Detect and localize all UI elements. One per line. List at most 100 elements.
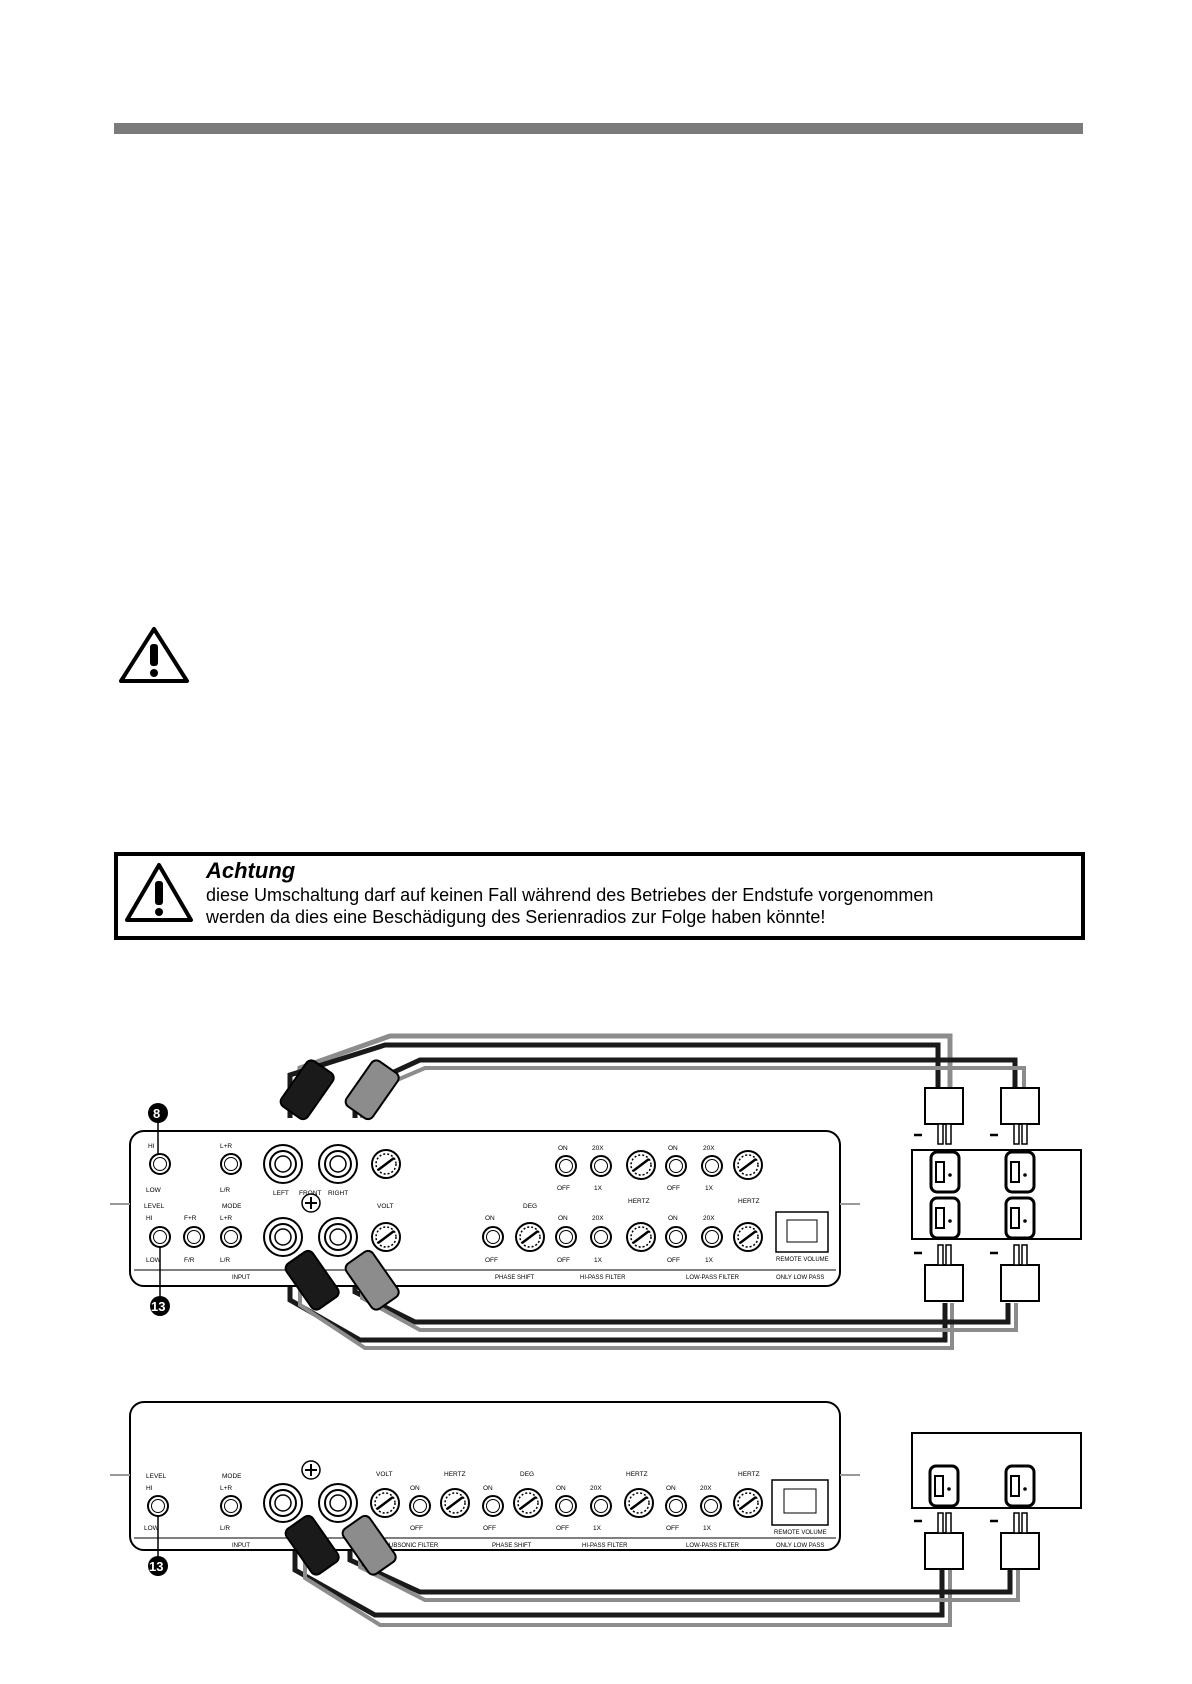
hipass-range-switch-rear[interactable] — [590, 1226, 612, 1248]
connector-plug — [1000, 1244, 1040, 1302]
lowpass-hertz-knob-rear[interactable] — [732, 1221, 764, 1253]
lowpass-on-switch-front[interactable] — [665, 1155, 687, 1177]
rca-input-rear-right[interactable] — [318, 1217, 358, 1257]
warning-box: Achtung diese Umschaltung darf auf keine… — [114, 852, 1085, 940]
level-switch[interactable] — [147, 1495, 169, 1517]
callout-13: 13 — [150, 1247, 170, 1316]
phase-shift-section-label: PHASE SHIFT — [492, 1543, 532, 1549]
only-low-pass-label: ONLY LOW PASS — [776, 1275, 824, 1281]
volt-knob-front[interactable] — [370, 1148, 402, 1180]
hipass-hertz-knob-rear[interactable] — [625, 1221, 657, 1253]
callout-13: 13 — [148, 1516, 168, 1576]
x1-label: 1X — [705, 1185, 714, 1192]
hipass-hertz-knob-front[interactable] — [625, 1149, 657, 1181]
on-label: ON — [668, 1145, 678, 1152]
level-switch-front[interactable] — [149, 1153, 171, 1175]
x1-label: 1X — [703, 1525, 712, 1532]
warning-icon — [125, 863, 193, 922]
lowpass-range-switch[interactable] — [700, 1495, 722, 1517]
fr-sum-label: F+R — [184, 1215, 197, 1222]
lowpass-hertz-knob-front[interactable] — [732, 1149, 764, 1181]
rca-input-front-left[interactable] — [263, 1144, 303, 1184]
warning-text-line-1: diese Umschaltung darf auf keinen Fall w… — [206, 885, 934, 905]
svg-text:13: 13 — [151, 1299, 165, 1314]
hipass-on-switch-rear[interactable] — [555, 1226, 577, 1248]
lowpass-hertz-knob[interactable] — [732, 1487, 764, 1519]
hipass-on-switch[interactable] — [555, 1495, 577, 1517]
panel-screw — [301, 1193, 321, 1213]
only-low-pass-label: ONLY LOW PASS — [776, 1543, 824, 1549]
remote-volume-label: REMOTE VOLUME — [776, 1257, 829, 1263]
phase-deg-knob[interactable] — [512, 1487, 544, 1519]
cable-gray-bottom-outer — [298, 1270, 954, 1350]
lowpass-on-switch-rear[interactable] — [665, 1226, 687, 1248]
lowpass-range-switch-front[interactable] — [701, 1155, 723, 1177]
low-label: LOW — [144, 1525, 160, 1532]
hipass-range-switch[interactable] — [590, 1495, 612, 1517]
off-label: OFF — [667, 1185, 680, 1192]
lowpass-on-switch[interactable] — [665, 1495, 687, 1517]
x20-label: 20X — [590, 1485, 602, 1492]
callout-8: 8 — [148, 1103, 168, 1155]
level-switch-rear[interactable] — [149, 1226, 171, 1248]
hi-label: HI — [146, 1485, 153, 1492]
low-label: LOW — [146, 1187, 162, 1194]
subsonic-hertz-knob[interactable] — [439, 1487, 471, 1519]
rca-plug-gray-bottom — [344, 1249, 400, 1311]
speaker-terminal — [1004, 1150, 1036, 1194]
connector-plug — [924, 1087, 964, 1145]
mode-switch-front[interactable] — [220, 1153, 242, 1175]
warning-icon — [119, 627, 189, 683]
x1-label: 1X — [593, 1525, 602, 1532]
on-label: ON — [558, 1215, 568, 1222]
volt-knob-rear[interactable] — [370, 1221, 402, 1253]
connector-plug — [924, 1512, 964, 1570]
warning-title: Achtung — [206, 858, 296, 883]
mode-switch-rear[interactable] — [220, 1226, 242, 1248]
remote-volume-port[interactable] — [775, 1211, 829, 1253]
rca-input-left[interactable] — [263, 1483, 303, 1523]
mode-label: MODE — [222, 1473, 242, 1480]
on-label: ON — [485, 1215, 495, 1222]
fr-switch[interactable] — [183, 1226, 205, 1248]
svg-text:8: 8 — [153, 1106, 160, 1121]
x20-label: 20X — [592, 1215, 604, 1222]
lowpass-range-switch-rear[interactable] — [701, 1226, 723, 1248]
remote-volume-label: REMOTE VOLUME — [774, 1530, 827, 1536]
volt-label: VOLT — [376, 1471, 393, 1478]
hertz-label: HERTZ — [738, 1198, 760, 1205]
hipass-on-switch-front[interactable] — [555, 1155, 577, 1177]
speaker-terminal — [1004, 1464, 1036, 1508]
rca-input-rear-left[interactable] — [263, 1217, 303, 1257]
lr-sum-label: L+R — [220, 1485, 232, 1492]
x20-label: 20X — [592, 1145, 604, 1152]
rca-input-front-right[interactable] — [318, 1144, 358, 1184]
deg-label: DEG — [523, 1203, 537, 1210]
lowpass-section-label: LOW-PASS FILTER — [686, 1543, 740, 1549]
phase-on-switch[interactable] — [482, 1495, 504, 1517]
lr-label: L/R — [220, 1525, 230, 1532]
speaker-terminal — [928, 1464, 960, 1508]
phase-deg-knob[interactable] — [514, 1221, 546, 1253]
hipass-hertz-knob[interactable] — [623, 1487, 655, 1519]
hipass-range-switch-front[interactable] — [590, 1155, 612, 1177]
speaker-terminal — [929, 1150, 961, 1194]
lr-label: L/R — [220, 1257, 230, 1264]
lr-sum-label: L+R — [220, 1143, 232, 1150]
subsonic-section-label: SUBSONIC FILTER — [385, 1543, 439, 1549]
hipass-section-label: HI-PASS FILTER — [582, 1543, 628, 1549]
phase-on-switch[interactable] — [482, 1226, 504, 1248]
rca-input-right[interactable] — [318, 1483, 358, 1523]
cable-black-bottom-outer — [287, 1270, 948, 1343]
volt-knob[interactable] — [369, 1487, 401, 1519]
hi-label: HI — [146, 1215, 153, 1222]
cable-black-inner — [347, 1535, 1013, 1595]
subsonic-on-switch[interactable] — [409, 1495, 431, 1517]
rca-plug-gray-top — [344, 1059, 400, 1121]
remote-volume-port[interactable] — [771, 1479, 829, 1526]
off-label: OFF — [483, 1525, 496, 1532]
off-label: OFF — [557, 1185, 570, 1192]
mode-switch[interactable] — [220, 1495, 242, 1517]
amplifier-panel-upper — [129, 1130, 841, 1287]
panel-screw — [301, 1460, 321, 1480]
